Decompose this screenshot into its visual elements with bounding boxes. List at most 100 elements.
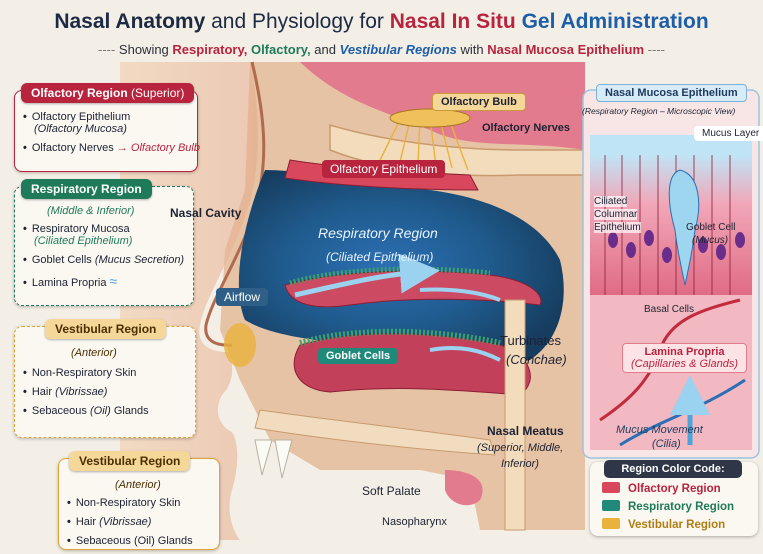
vestibular-2-item-1: Non-Respiratory Skin — [67, 497, 193, 509]
olfactory-bulb-shape — [390, 109, 470, 127]
legend-row-vestibular: Vestibular Region — [602, 518, 725, 531]
vestibular-2-sub: (Anterior) — [115, 479, 161, 491]
title-part-4: Gel Administration — [522, 10, 709, 33]
lamina-propria-label-1: Lamina Propria — [644, 346, 724, 358]
olfactory-panel-header: Olfactory Region (Superior) — [21, 83, 194, 103]
olfactory-bulb-label: Olfactory Bulb — [432, 93, 526, 111]
page-title: Nasal Anatomy and Physiology for Nasal I… — [0, 10, 763, 34]
vestibular-2-list: Non-Respiratory Skin Hair (Vibrissae) Se… — [67, 497, 193, 554]
vestibular-panel-2-header: Vestibular Region — [69, 451, 190, 471]
title-part-1: Nasal Anatomy — [54, 10, 205, 33]
vestibular-1-item-3-label: Sebaceous — [32, 405, 87, 417]
diagram-canvas: Nasal Anatomy and Physiology for Nasal I… — [0, 0, 763, 540]
vestibular-2-item-2: Hair (Vibrissae) — [67, 516, 193, 528]
basal-cells-label: Basal Cells — [644, 304, 694, 315]
subtitle-part-3: Olfactory, — [251, 42, 311, 57]
ciliated-label-1: Ciliated — [594, 196, 627, 207]
respiratory-header-label: Respiratory Region — [31, 182, 142, 196]
vestibular-2-item-1-label: Non-Respiratory Skin — [76, 497, 181, 509]
subtitle-part-2: Respiratory, — [172, 42, 247, 57]
mucus-layer-label: Mucus Layer — [694, 126, 763, 141]
vestibular-1-item-3-end: Glands — [114, 405, 149, 417]
olfactory-item-1-label: Olfactory Epithelium — [32, 111, 130, 123]
vestibular-1-item-2-sub: (Vibrissae) — [55, 386, 107, 398]
epithelium-panel-header: Nasal Mucosa Epithelium — [596, 84, 747, 102]
vestibular-2-header-label: Vestibular Region — [79, 454, 180, 468]
olfactory-region-panel: Olfactory Region (Superior) Olfactory Ep… — [14, 90, 198, 172]
subtitle-part-6: with — [461, 42, 484, 57]
respiratory-panel-header: Respiratory Region — [21, 179, 152, 199]
olfactory-item-1-sub: (Olfactory Mucosa) — [34, 123, 127, 135]
airflow-label: Airflow — [216, 288, 268, 306]
mucus-movement-label-2: (Cilia) — [652, 438, 681, 450]
olfactory-nerves-label: Olfactory Nerves — [482, 122, 570, 134]
legend-swatch-olfactory — [602, 482, 620, 493]
vestibular-2-item-2-sub: (Vibrissae) — [99, 516, 151, 528]
vestibular-2-item-3-label: Sebaceous (Oil) Glands — [76, 535, 193, 547]
vestibular-2-item-2-label: Hair — [76, 516, 96, 528]
olfactory-item-2: Olfactory Nerves → Olfactory Bulb — [23, 142, 200, 154]
legend-swatch-respiratory — [602, 500, 620, 511]
legend-label-olfactory: Olfactory Region — [628, 483, 721, 495]
vestibular-1-item-1-label: Non-Respiratory Skin — [32, 367, 137, 379]
vestibular-1-sub: (Anterior) — [71, 347, 117, 359]
meatus-sub-1-label: (Superior, Middle, — [477, 442, 563, 454]
lamina-propria-label: Lamina Propria (Capillaries & Glands) — [622, 343, 747, 373]
respiratory-item-1-label: Respiratory Mucosa — [32, 223, 130, 235]
title-part-3: Nasal In Situ — [390, 10, 516, 33]
legend-row-respiratory: Respiratory Region — [602, 500, 734, 513]
legend-swatch-vestibular — [602, 518, 620, 529]
respiratory-item-1-sub: (Ciliated Epithelium) — [34, 235, 132, 247]
meatus-sub-2-label: Inferior) — [501, 458, 539, 470]
respiratory-region-label: Respiratory Region — [318, 225, 438, 241]
vestibular-region-panel-1: Vestibular Region (Anterior) Non-Respira… — [14, 326, 196, 438]
turbinates-label: Turbinates — [500, 333, 561, 348]
vestibular-panel-1-header: Vestibular Region — [45, 319, 166, 339]
subtitle-part-7: Nasal Mucosa Epithelium — [487, 42, 644, 57]
respiratory-item-2: Goblet Cells (Mucus Secretion) — [23, 254, 184, 266]
nostril-region — [224, 323, 256, 367]
olfactory-item-2-label: Olfactory Nerves — [32, 142, 114, 154]
subtitle-part-1: Showing — [119, 42, 169, 57]
vestibular-1-list: Non-Respiratory Skin Hair (Vibrissae) Se… — [23, 367, 149, 424]
legend-label-vestibular: Vestibular Region — [628, 519, 725, 531]
legend-label-respiratory: Respiratory Region — [628, 501, 734, 513]
respiratory-item-2-label: Goblet Cells — [32, 254, 92, 266]
vestibular-1-header-label: Vestibular Region — [55, 322, 156, 336]
subtitle-part-5: Vestibular Regions — [340, 42, 457, 57]
goblet-cells-label: Goblet Cells — [318, 348, 398, 364]
legend-title: Region Color Code: — [604, 460, 742, 478]
goblet-cell-label-2: (Mucus) — [692, 235, 728, 246]
teeth-upper — [255, 440, 292, 478]
legend-row-olfactory: Olfactory Region — [602, 482, 721, 495]
page-subtitle: ---- Showing Respiratory, Olfactory, and… — [0, 42, 763, 57]
ciliated-label-2: Columnar — [594, 209, 637, 220]
subtitle-part-4: and — [314, 42, 336, 57]
wave-icon: ≈ — [110, 273, 118, 289]
vestibular-2-item-3: Sebaceous (Oil) Glands — [67, 535, 193, 547]
lamina-propria-label-2: (Capillaries & Glands) — [631, 358, 738, 370]
nasopharynx-label: Nasopharynx — [382, 516, 447, 528]
vestibular-region-panel-2: Vestibular Region (Anterior) Non-Respira… — [58, 458, 220, 550]
respiratory-item-2-sub: (Mucus Secretion) — [95, 254, 184, 266]
mucus-movement-label-1: Mucus Movement — [616, 424, 703, 436]
respiratory-item-1: Respiratory Mucosa(Ciliated Epithelium) — [23, 223, 184, 247]
ciliated-epithelium-label: (Ciliated Epithelium) — [326, 250, 433, 264]
nasal-cavity-label: Nasal Cavity — [170, 206, 241, 220]
ciliated-label-3: Epithelium — [594, 222, 641, 233]
vestibular-1-item-2: Hair (Vibrissae) — [23, 386, 149, 398]
respiratory-list: Respiratory Mucosa(Ciliated Epithelium) … — [23, 223, 184, 296]
nasal-meatus-label: Nasal Meatus — [487, 424, 564, 438]
olfactory-list: Olfactory Epithelium(Olfactory Mucosa) O… — [23, 111, 200, 161]
olfactory-item-2-arrow: → Olfactory Bulb — [117, 142, 200, 154]
soft-palate-label: Soft Palate — [362, 484, 421, 498]
respiratory-sub: (Middle & Inferior) — [47, 205, 134, 217]
vestibular-1-item-2-label: Hair — [32, 386, 52, 398]
vestibular-1-item-3: Sebaceous (Oil) Glands — [23, 405, 149, 417]
respiratory-item-3: Lamina Propria ≈ — [23, 273, 184, 289]
region-color-legend: Region Color Code: Olfactory Region Resp… — [590, 462, 758, 536]
respiratory-item-3-label: Lamina Propria — [32, 277, 107, 289]
olfactory-epithelium-label: Olfactory Epithelium — [322, 160, 445, 178]
olfactory-header-label: Olfactory Region — [31, 86, 128, 100]
respiratory-region-panel: Respiratory Region (Middle & Inferior) R… — [14, 186, 194, 306]
